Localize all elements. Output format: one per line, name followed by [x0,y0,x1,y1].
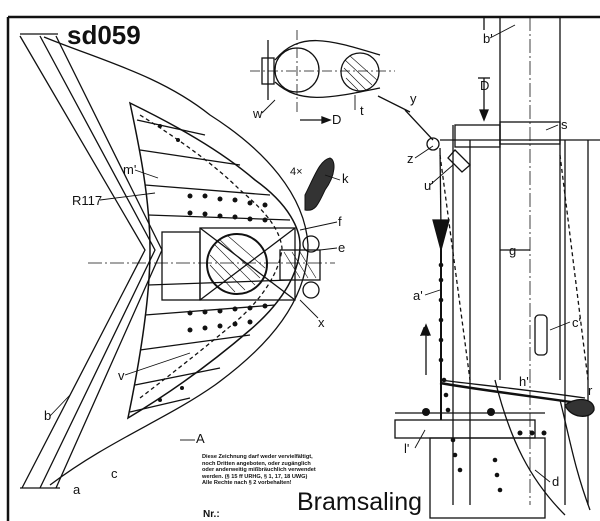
label-m-prime: m' [123,162,136,177]
label-u: u' [424,178,434,193]
label-b: b [44,408,51,423]
section-top-view [250,30,395,124]
label-four-x: 4× [290,166,303,178]
chain-links [422,262,547,493]
label-s: s [561,117,568,132]
label-k: k [342,171,349,186]
fitting-k [304,157,335,211]
saling-plan-view [19,33,335,489]
copyright-line: oder anderweitig mißbräuchlich verwendet [202,467,316,474]
label-A-plan: A [196,431,205,446]
label-d: d [552,474,559,489]
label-l-prime: l' [404,441,409,456]
label-r: r [588,383,593,398]
sheet-title: Bramsaling [297,488,423,516]
label-v: v [118,368,125,383]
label-e: e [338,240,345,255]
copyright-line: Alle Rechte nach § 2 vorbehalten! [202,480,292,487]
label-A-side: A [420,324,429,339]
label-D-side: D [480,78,489,93]
label-c-prime: c' [572,315,581,330]
label-a: a [73,482,81,497]
drawing-border [6,15,600,521]
sheet-code: sd059 [67,20,141,50]
label-z: z [407,151,414,166]
copyright-notice: Diese Zeichnung darf weder vervielfältig… [202,454,377,487]
number-label: Nr.: [203,509,220,520]
label-D-top: D [332,112,341,127]
label-g: g [509,243,516,258]
label-R117: R117 [72,193,102,208]
label-c: c [111,466,118,481]
copyright-line: werden. (§ 15 ff URHG, § 1, 17, 18 UWG) [202,473,308,480]
leader-lines [49,24,571,483]
label-f: f [338,214,342,229]
copyright-line: Diese Zeichnung darf weder vervielfältig… [202,454,313,460]
label-y: y [410,91,417,106]
label-a-prime: a' [413,288,423,303]
label-h-prime: h' [519,374,529,389]
label-b-prime: b' [483,31,493,46]
part-labels: R117 m' 4× k f e x v b c a A w D t b' s … [44,31,593,497]
bolt-holes [158,124,268,402]
label-w: w [252,106,263,121]
copyright-line: noch Dritten angeboten, oder zugänglich [202,460,311,467]
label-t: t [360,103,364,118]
label-x: x [318,315,325,330]
